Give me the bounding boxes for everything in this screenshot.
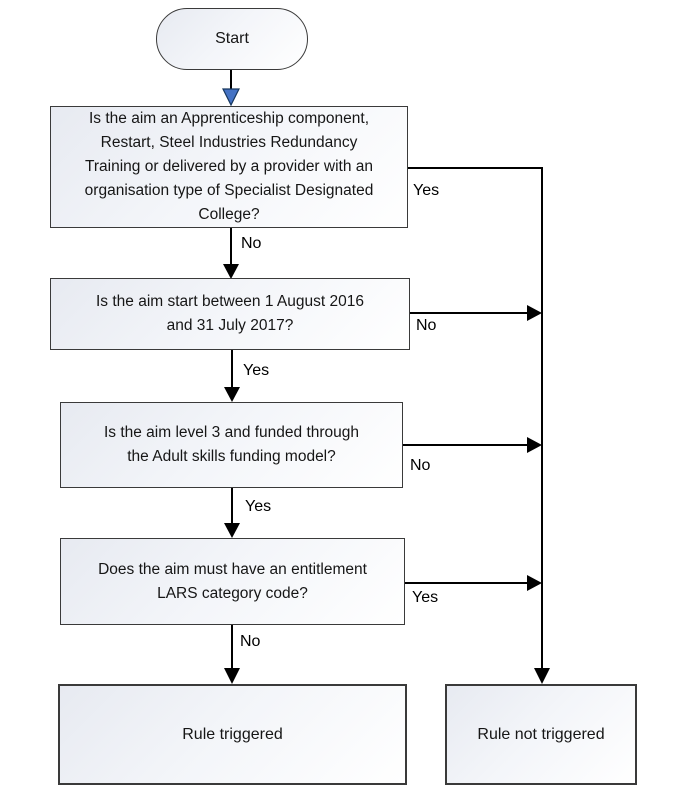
arrowhead-q1-no: [223, 264, 239, 279]
arrowhead-q4-yes: [527, 575, 542, 591]
edge-label-q3-yes: Yes: [245, 498, 272, 515]
arrowhead-q3-no: [527, 437, 542, 453]
edge-label-q3-no: No: [410, 457, 431, 474]
arrowhead-start-to-q1: [222, 88, 240, 107]
arrowhead-rail-to-rule-not-triggered: [534, 668, 550, 684]
node-rule-triggered: Rule triggered: [58, 684, 407, 785]
edge-label-q2-no: No: [416, 317, 437, 334]
arrowhead-q4-no: [224, 668, 240, 684]
edge-label-q4-no: No: [240, 633, 261, 650]
edge-label-q2-yes: Yes: [243, 362, 270, 379]
node-question-apprenticeship-component: Is the aim an Apprenticeship component, …: [50, 106, 408, 228]
arrowhead-q2-no: [527, 305, 542, 321]
edge-label-q1-no: No: [241, 235, 262, 252]
node-question-entitlement-lars-code: Does the aim must have an entitlement LA…: [60, 538, 405, 625]
arrowhead-q2-yes: [224, 387, 240, 402]
edge-q1-yes-rail: [408, 167, 543, 670]
node-question-aim-start-date: Is the aim start between 1 August 2016 a…: [50, 278, 410, 350]
edge-label-q1-yes: Yes: [413, 182, 440, 199]
edge-label-q4-yes: Yes: [412, 589, 439, 606]
node-question-level3-adult-skills: Is the aim level 3 and funded through th…: [60, 402, 403, 488]
node-rule-not-triggered: Rule not triggered: [445, 684, 637, 785]
arrowhead-q3-yes: [224, 523, 240, 538]
node-start: Start: [156, 8, 308, 70]
